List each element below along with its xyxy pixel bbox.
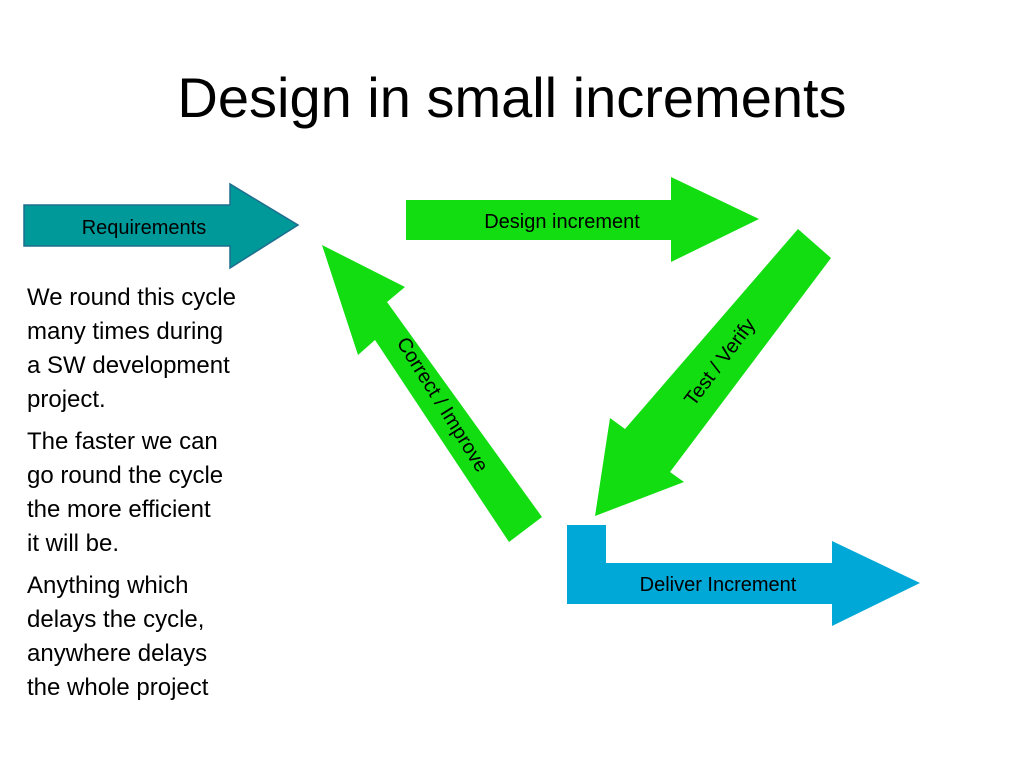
cycle-notes: We round this cycle many times during a … [27, 281, 297, 713]
requirements-label: Requirements [82, 217, 207, 239]
test-verify-arrow: Test / Verify [595, 229, 831, 516]
correct-improve-label: Correct / Improve [392, 333, 493, 476]
design-increment-label: Design increment [484, 211, 640, 233]
note-paragraph: Anything which delays the cycle, anywher… [27, 572, 209, 701]
slide-title: Design in small increments [177, 66, 847, 129]
design-increment-arrow: Design increment [406, 177, 759, 262]
deliver-increment-arrow-shape [567, 525, 920, 626]
correct-improve-arrow-shape [322, 245, 542, 542]
correct-improve-arrow: Correct / Improve [322, 245, 542, 542]
requirements-arrow: Requirements [23, 182, 300, 270]
test-verify-arrow-shape [595, 229, 831, 516]
requirements-arrow-shape [23, 182, 300, 270]
design-increment-arrow-shape [406, 177, 759, 262]
deliver-increment-arrow: Deliver Increment [567, 525, 920, 626]
deliver-increment-label: Deliver Increment [640, 574, 797, 596]
note-paragraph: We round this cycle many times during a … [27, 284, 236, 413]
note-paragraph: The faster we can go round the cycle the… [27, 428, 224, 557]
